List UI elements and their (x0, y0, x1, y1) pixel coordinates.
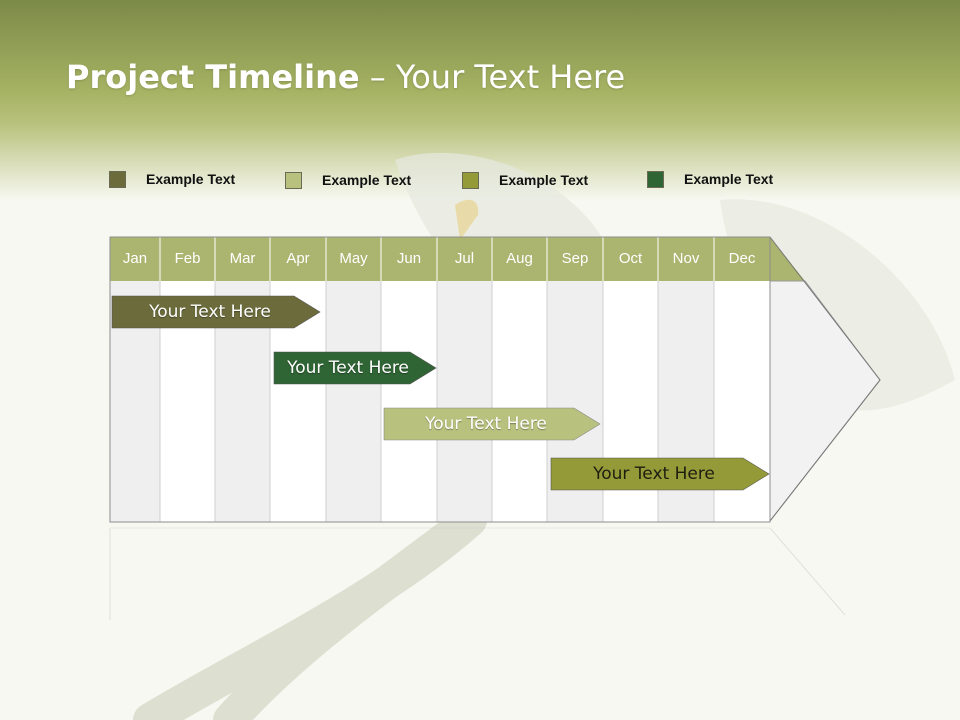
month-header-bar (110, 237, 770, 281)
timeline-reflection (109, 527, 846, 620)
legend-label-4: Example Text (684, 171, 774, 187)
page-title: Project Timeline – Your Text Here (66, 58, 625, 96)
month-label: Jul (454, 250, 475, 267)
month-label: Mar (229, 250, 256, 267)
month-label: Dec (728, 250, 756, 267)
task-label-2: Your Text Here (287, 358, 409, 378)
month-label: Nov (672, 250, 700, 267)
legend-label-3: Example Text (499, 172, 589, 188)
legend-swatch-3 (462, 172, 479, 189)
legend-label-2: Example Text (322, 172, 412, 188)
legend-swatch-1 (109, 171, 126, 188)
task-label-3: Your Text Here (425, 414, 547, 434)
arrow-outline (769, 236, 881, 522)
month-label: Aug (506, 250, 533, 267)
legend-swatch-2 (285, 172, 302, 189)
legend-swatch-4 (647, 171, 664, 188)
month-label: Jan (122, 250, 148, 267)
month-column (437, 281, 492, 522)
month-label: Apr (286, 250, 310, 267)
month-label: Oct (618, 250, 643, 267)
legend-label-1: Example Text (146, 171, 236, 187)
task-bar-4 (550, 457, 770, 491)
title-bold: Project Timeline (66, 58, 360, 96)
task-label-1: Your Text Here (149, 302, 271, 322)
timeline-frame (109, 236, 771, 523)
month-label: Feb (174, 250, 201, 267)
task-bar-2 (273, 351, 437, 385)
month-column (381, 281, 437, 522)
month-label: Sep (561, 250, 589, 267)
month-column (326, 281, 381, 522)
task-bar-1 (111, 295, 321, 329)
month-column (492, 281, 547, 522)
title-rest: – Your Text Here (359, 58, 626, 96)
task-label-4: Your Text Here (593, 464, 715, 484)
month-label: Jun (396, 250, 422, 267)
month-label: May (339, 250, 368, 267)
task-bar-3 (383, 407, 601, 441)
